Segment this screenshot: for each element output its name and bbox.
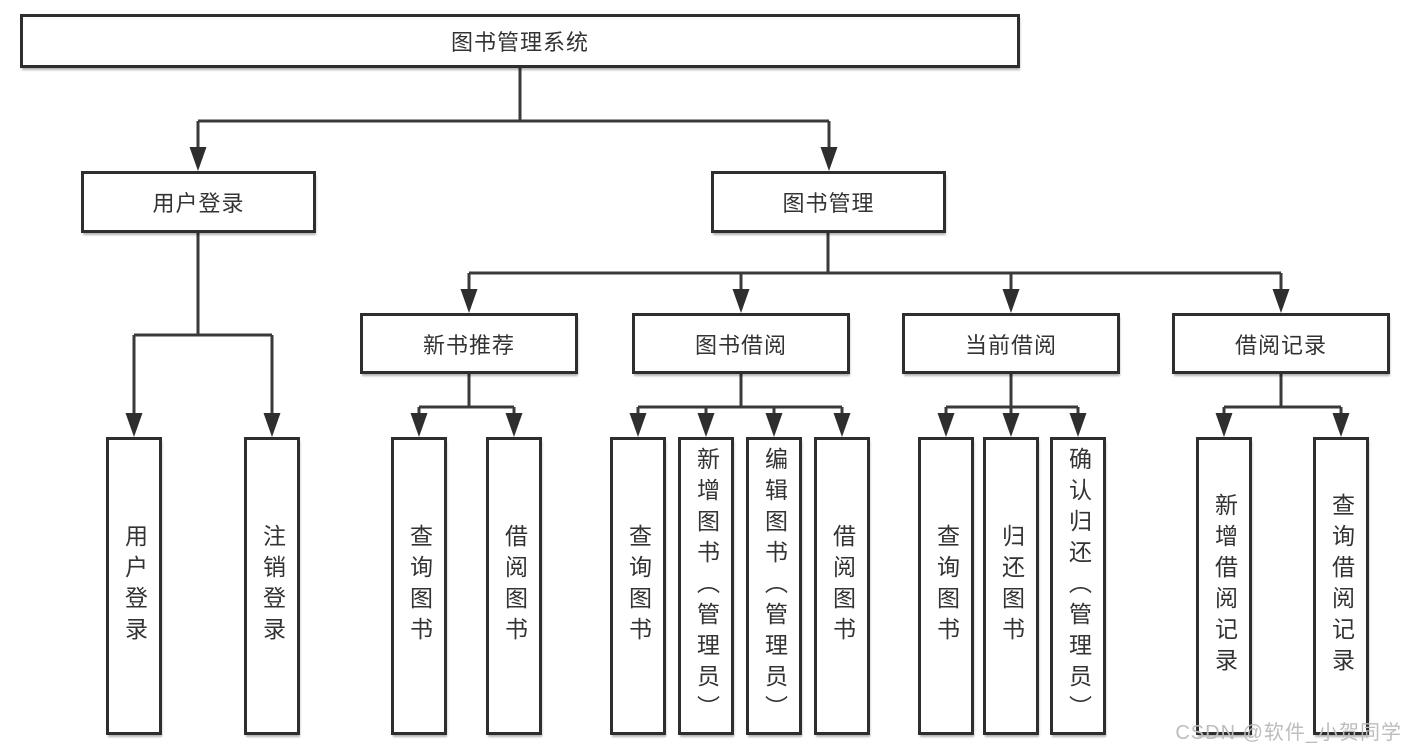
arrowhead-icon [1069, 413, 1087, 437]
arrowhead-icon [697, 413, 715, 437]
node-label: 借阅记录 [1234, 332, 1327, 358]
arrowhead-icon [263, 413, 281, 437]
node-label: 用户登录 [152, 191, 245, 216]
leaf-logout: 注销登录 [244, 437, 300, 735]
node-label: 查询借阅记录 [1328, 493, 1355, 679]
connector-borrow-record-group [1222, 374, 1343, 416]
node-label: 注销登录 [259, 524, 286, 648]
node-label: 借阅图书 [829, 524, 856, 648]
leaf-add-borrow-record: 新增借阅记录 [1196, 437, 1252, 735]
arrowhead-icon [732, 289, 750, 313]
arrowhead-icon [460, 289, 478, 313]
node-label: 借阅图书 [501, 524, 528, 648]
leaf-query-books-borrow: 查询图书 [610, 437, 666, 735]
node-new-book-recommend: 新书推荐 [360, 313, 578, 374]
arrowhead-icon [833, 413, 851, 437]
arrowhead-icon [1002, 289, 1020, 313]
node-label: 用户登录 [121, 524, 148, 648]
connector-new-book-group [417, 374, 516, 416]
node-label: 当前借阅 [964, 332, 1057, 358]
node-label: 确认归还（管理员） [1065, 446, 1092, 726]
arrowhead-icon [629, 413, 647, 437]
leaf-confirm-return-admin: 确认归还（管理员） [1050, 437, 1106, 735]
arrowhead-icon [125, 413, 143, 437]
node-book-borrow: 图书借阅 [632, 313, 850, 374]
arrowhead-icon [1002, 413, 1020, 437]
leaf-add-books-admin: 新增图书（管理员） [678, 437, 734, 735]
connector-root-to-level2 [196, 68, 831, 150]
node-user-login-branch: 用户登录 [81, 171, 316, 233]
node-label: 编辑图书（管理员） [761, 446, 788, 726]
leaf-query-borrow-record: 查询借阅记录 [1313, 437, 1369, 735]
connector-user-login-branch [132, 233, 274, 415]
node-label: 新书推荐 [422, 332, 515, 358]
leaf-borrow-books-recommend: 借阅图书 [486, 437, 542, 735]
arrowhead-icon [1215, 413, 1233, 437]
csdn-watermark: CSDN @软件_小贺同学 [1175, 722, 1402, 744]
leaf-query-books-recommend: 查询图书 [391, 437, 447, 735]
connector-current-borrow-group [944, 374, 1080, 416]
node-label: 图书管理系统 [450, 30, 589, 55]
leaf-edit-books-admin: 编辑图书（管理员） [746, 437, 802, 735]
node-label: 查询图书 [625, 524, 652, 648]
arrowhead-icon [410, 413, 428, 437]
node-label: 查询图书 [406, 524, 433, 648]
leaf-return-books: 归还图书 [983, 437, 1039, 735]
node-label: 图书借阅 [694, 332, 787, 358]
leaf-user-login: 用户登录 [106, 437, 162, 735]
arrowhead-icon [765, 413, 783, 437]
node-root-system: 图书管理系统 [20, 14, 1020, 68]
leaf-query-books-current: 查询图书 [918, 437, 974, 735]
arrowhead-icon [189, 147, 207, 171]
node-label: 图书管理 [782, 191, 875, 216]
node-current-borrow: 当前借阅 [902, 313, 1120, 374]
node-book-mgmt-branch: 图书管理 [711, 171, 946, 233]
node-label: 查询图书 [933, 524, 960, 648]
connector-book-mgmt-branch [467, 233, 1283, 291]
node-label: 新增图书（管理员） [693, 446, 720, 726]
node-label: 新增借阅记录 [1211, 493, 1238, 679]
arrowhead-icon [1332, 413, 1350, 437]
node-label: 归还图书 [998, 524, 1025, 648]
arrowhead-icon [937, 413, 955, 437]
arrowhead-icon [1272, 289, 1290, 313]
leaf-borrow-books: 借阅图书 [814, 437, 870, 735]
node-borrow-record: 借阅记录 [1172, 313, 1390, 374]
connector-book-borrow-group [636, 374, 844, 416]
arrowhead-icon [505, 413, 523, 437]
arrowhead-icon [820, 147, 838, 171]
